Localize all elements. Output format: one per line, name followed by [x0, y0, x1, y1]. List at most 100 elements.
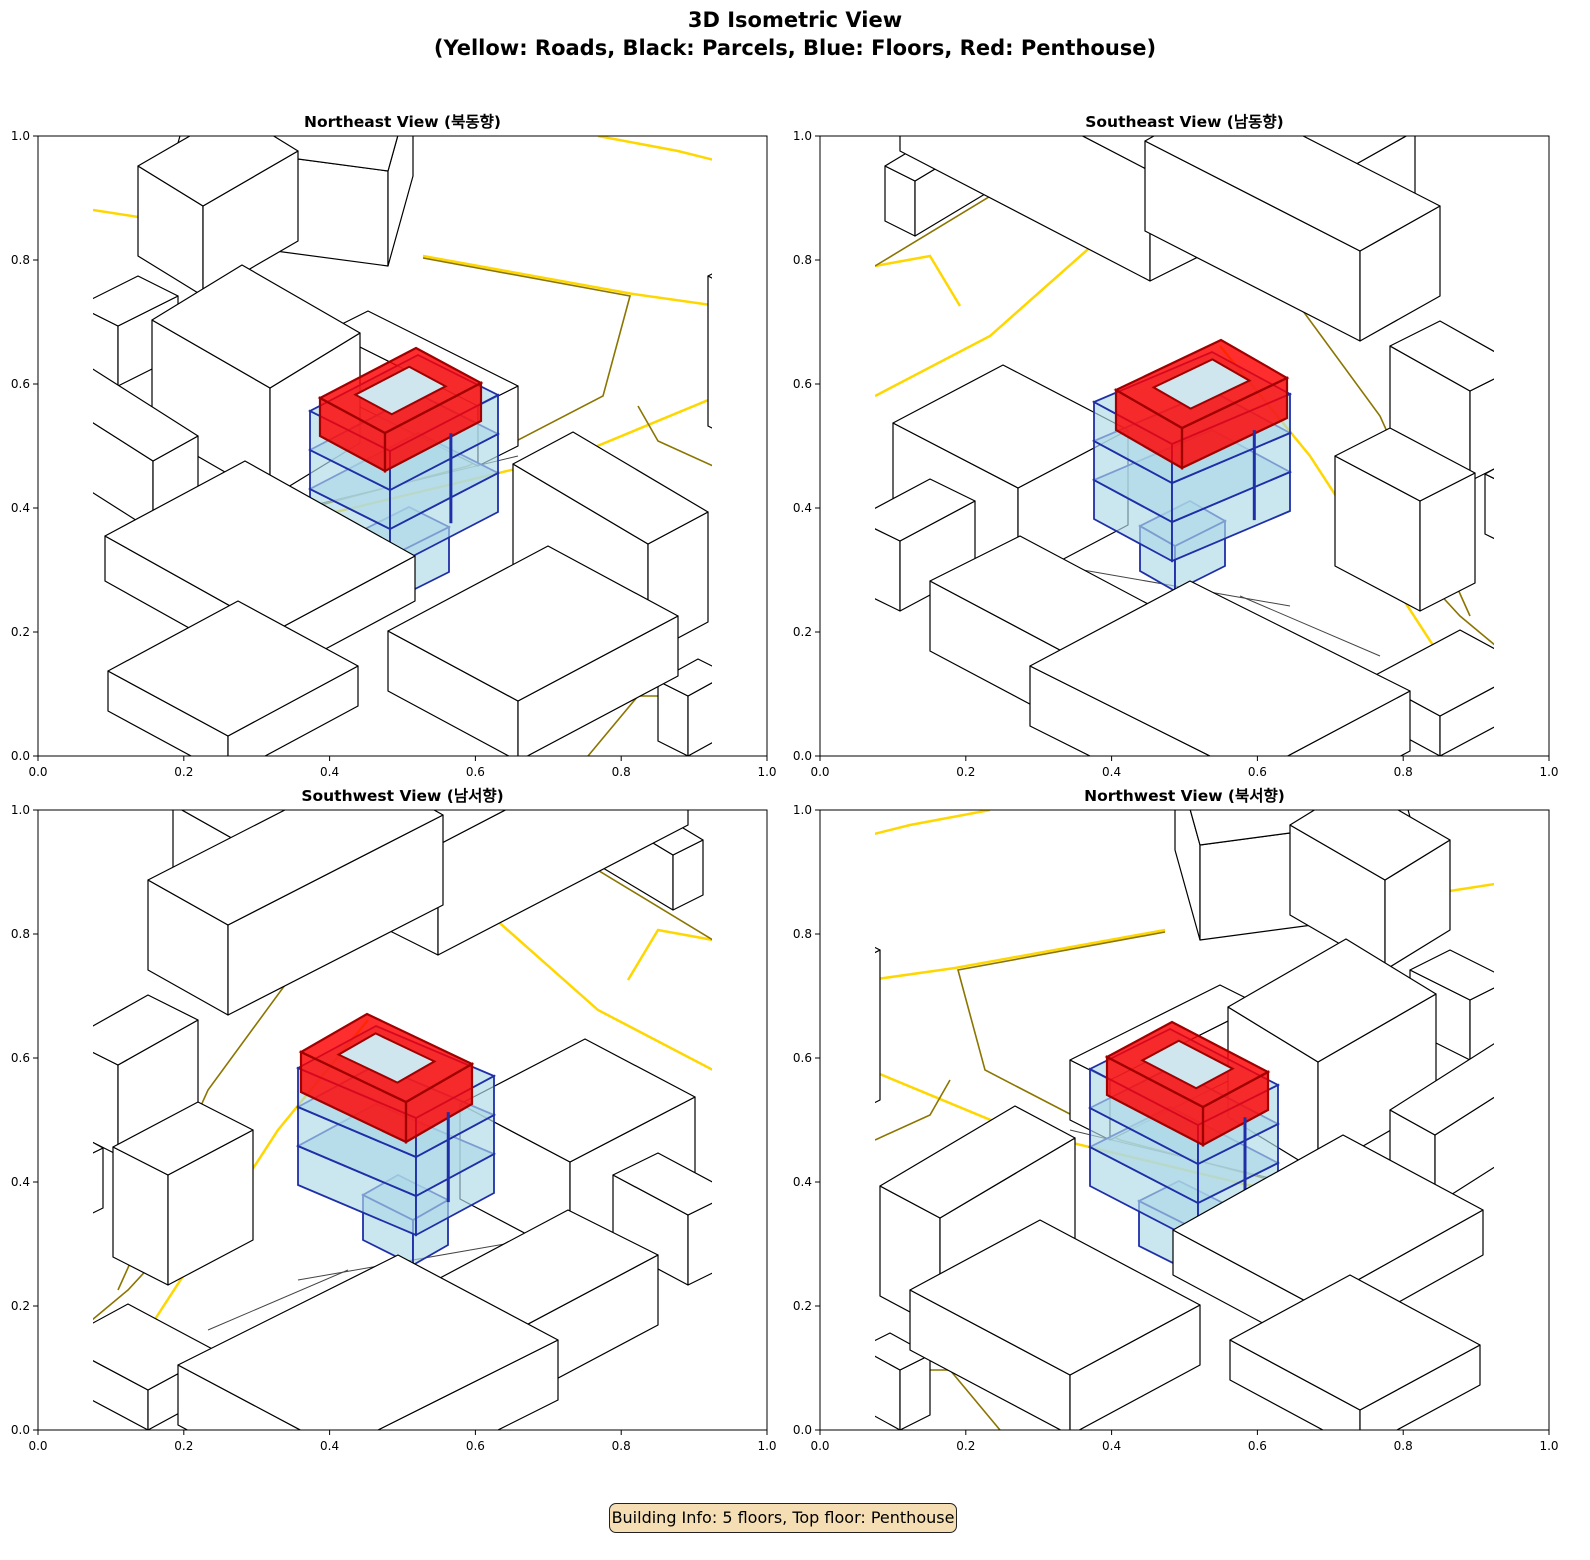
parcel-building	[93, 1141, 104, 1214]
parcel-building	[177, 1254, 559, 1430]
parcel-building-right-face	[1434, 1096, 1494, 1206]
road-line	[875, 254, 962, 307]
parcel-building-right-face	[687, 682, 712, 756]
y-tick-label: 0.2	[11, 1299, 30, 1313]
y-tick-label: 1.0	[793, 803, 812, 817]
y-tick-label: 0.4	[793, 1175, 812, 1189]
parcel-building-top-face	[1144, 136, 1441, 252]
y-tick-label: 0.4	[11, 501, 30, 515]
parcel-building-right-face	[728, 266, 768, 436]
subplot-title: Northwest View (북서향)	[1084, 786, 1285, 805]
parcel-building-top-face	[1389, 1043, 1494, 1136]
parcel-building	[107, 600, 359, 756]
x-tick-label: 0.8	[612, 1439, 631, 1453]
y-tick-label: 0.6	[11, 377, 30, 391]
subplot-title: Northeast View (북동향)	[304, 112, 501, 131]
parcel-building-top-face	[909, 1219, 1201, 1376]
figure-title: 3D Isometric View (Yellow: Roads, Black:…	[0, 6, 1590, 62]
axes-frame	[819, 809, 1550, 1431]
parcel-building	[875, 946, 881, 1104]
y-tick-label: 0.2	[11, 625, 30, 639]
y-tick-label: 0.0	[793, 1423, 812, 1437]
x-tick-label: 0.6	[466, 765, 485, 779]
x-tick-label: 0.4	[320, 765, 339, 779]
figure-title-line2: (Yellow: Roads, Black: Parcels, Blue: Fl…	[433, 36, 1157, 60]
parcel-building	[657, 658, 712, 756]
road-line	[597, 136, 712, 161]
parcel-building-top-face	[875, 1332, 931, 1371]
figure-title-line1: 3D Isometric View	[687, 8, 903, 32]
parcel-building-left-face	[1484, 473, 1494, 540]
subplot-title: Southwest View (남서향)	[301, 786, 503, 805]
scene-drawing	[93, 136, 768, 756]
target-building	[1091, 338, 1293, 593]
x-tick-label: 0.6	[1248, 765, 1267, 779]
parcel-building-top-face	[1172, 1134, 1484, 1306]
parcel-building	[707, 266, 768, 436]
parcel-line	[1239, 595, 1381, 657]
subplot-title: Southeast View (남동향)	[1085, 112, 1284, 131]
parcel-building-top-face	[93, 994, 199, 1066]
x-tick-label: 0.0	[810, 765, 829, 779]
y-tick-label: 0.0	[11, 749, 30, 763]
y-tick-label: 0.4	[11, 1175, 30, 1189]
parcel-building-top-face	[1229, 1274, 1481, 1411]
parcel-building-top-face	[1029, 580, 1411, 756]
parcel-building	[137, 136, 299, 297]
parcel-building-top-face	[112, 1101, 254, 1176]
y-tick-label: 0.8	[11, 253, 30, 267]
x-tick-label: 0.8	[612, 765, 631, 779]
parcel-building-top-face	[1389, 320, 1494, 392]
parcel-building-top-face	[1227, 938, 1437, 1063]
parcel-building-right-face	[1469, 378, 1494, 482]
parcel-building-top-face	[387, 545, 679, 702]
parcel-building-top-face	[892, 364, 1129, 489]
parcel-building-top-face	[1289, 810, 1451, 881]
road-edge-line	[637, 405, 712, 467]
parcel-building-top-face	[137, 136, 299, 207]
x-tick-label: 0.6	[1248, 1439, 1267, 1453]
y-tick-label: 0.0	[11, 1423, 30, 1437]
y-tick-label: 1.0	[11, 129, 30, 143]
target-building	[308, 346, 500, 602]
parcel-building-top-face	[875, 946, 881, 954]
parcel-building-top-face	[151, 264, 361, 389]
parcel-building	[1144, 136, 1441, 342]
penthouse-courtyard	[1140, 1039, 1235, 1090]
parcel-building-right-face	[875, 949, 881, 1104]
parcel-building	[151, 264, 361, 499]
y-tick-label: 1.0	[11, 803, 30, 817]
parcel-building	[1289, 810, 1451, 971]
y-tick-label: 0.8	[793, 253, 812, 267]
x-tick-label: 0.2	[174, 765, 193, 779]
parcel-building-right-face	[93, 1147, 104, 1214]
parcel-building	[875, 478, 976, 612]
x-tick-label: 0.2	[956, 1439, 975, 1453]
road-line	[626, 928, 712, 981]
parcel-building-top-face	[93, 275, 179, 327]
x-tick-label: 0.6	[466, 1439, 485, 1453]
x-tick-label: 0.4	[1102, 1439, 1121, 1453]
y-tick-label: 0.6	[11, 1051, 30, 1065]
parcel-building-left-face	[1174, 810, 1201, 941]
y-tick-label: 0.2	[793, 1299, 812, 1313]
parcel-building	[387, 545, 679, 756]
x-tick-label: 0.4	[320, 1439, 339, 1453]
x-tick-label: 0.0	[810, 1439, 829, 1453]
x-tick-label: 0.0	[28, 1439, 47, 1453]
parcel-building	[1029, 580, 1411, 756]
y-tick-label: 0.8	[11, 927, 30, 941]
parcel-building-top-face	[93, 1141, 104, 1154]
road-edge-line	[875, 1079, 951, 1141]
penthouse-courtyard	[336, 1032, 437, 1084]
parcel-building-left-face	[899, 136, 1151, 282]
y-tick-label: 0.0	[793, 749, 812, 763]
parcel-building	[909, 1219, 1201, 1430]
parcel-building-top-face	[875, 478, 976, 542]
x-tick-label: 0.2	[174, 1439, 193, 1453]
y-tick-label: 0.2	[793, 625, 812, 639]
parcel-building-top-face	[147, 810, 444, 926]
